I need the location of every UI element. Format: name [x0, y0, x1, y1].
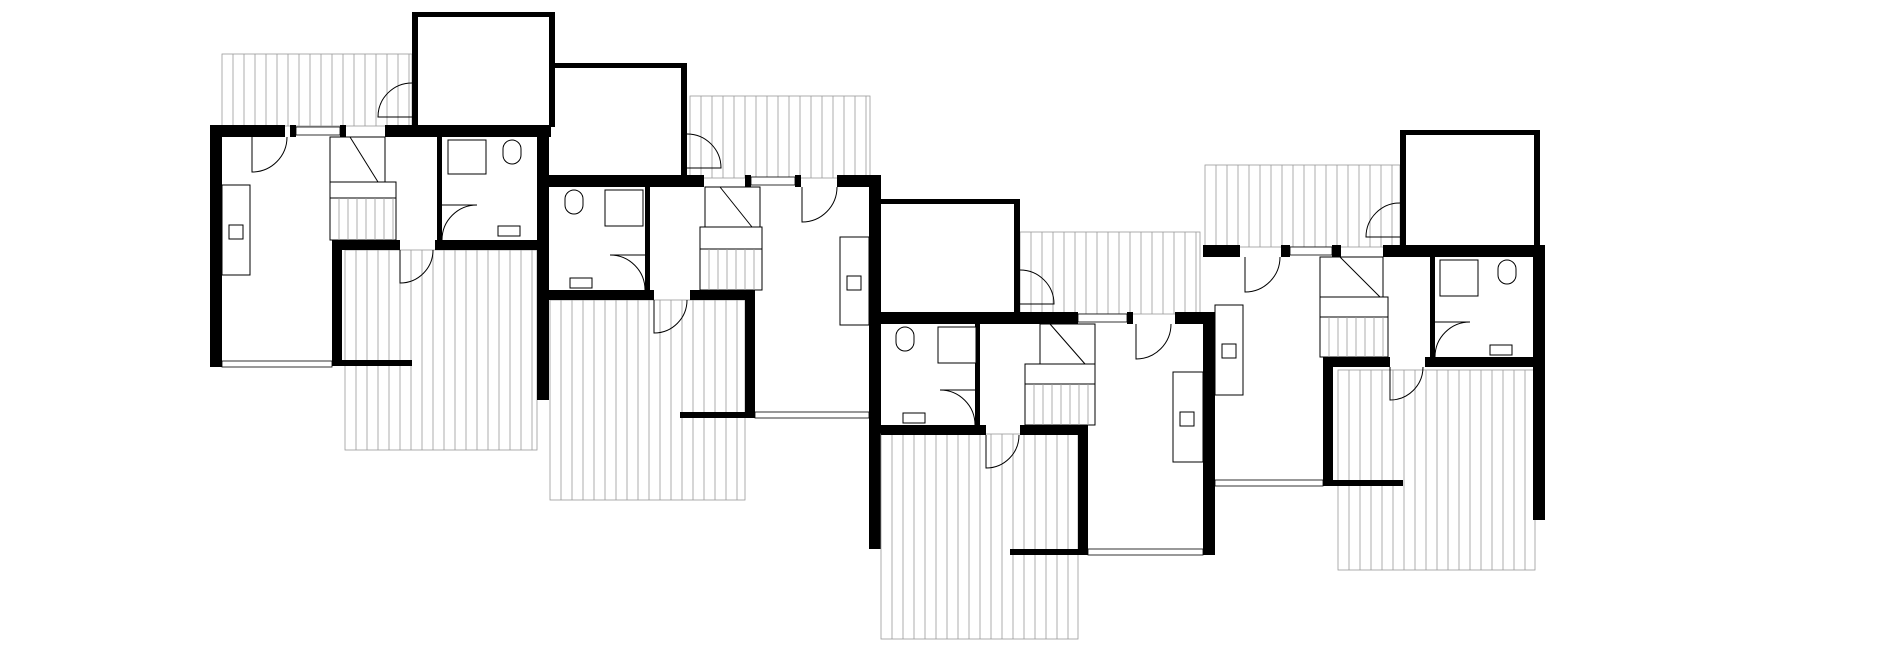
unit-3-stairs — [1024, 323, 1096, 426]
unit-2-bath-door — [609, 254, 646, 291]
unit-1-shower — [447, 139, 487, 175]
unit-3-rear-deck — [880, 433, 1079, 640]
unit-2-front-window — [750, 176, 796, 186]
unit-4-sink — [1221, 343, 1237, 359]
unit-1-rear-door — [399, 249, 434, 284]
unit-1-window — [221, 360, 333, 368]
unit-1-walls — [210, 125, 551, 400]
unit-3-entry-door — [1135, 323, 1172, 360]
unit-1 — [210, 12, 555, 451]
unit-3-toilet — [895, 326, 915, 352]
unit-4-shower — [1439, 259, 1479, 297]
unit-2-basin — [569, 277, 593, 289]
unit-1-toilet — [502, 139, 522, 165]
unit-3-window — [1087, 548, 1204, 556]
unit-2-toilet — [564, 189, 584, 215]
unit-4-storage — [1400, 130, 1540, 247]
unit-4-rear-deck — [1337, 369, 1536, 571]
unit-1-basin — [497, 225, 521, 237]
unit-2-entry-door — [801, 186, 838, 223]
unit-2-window — [754, 411, 870, 419]
unit-3-walls — [881, 312, 1215, 555]
unit-1-sink — [228, 224, 244, 240]
unit-4 — [1203, 130, 1545, 571]
unit-4-toilet — [1497, 259, 1517, 285]
unit-4-front-window — [1289, 246, 1333, 256]
unit-4-entry-door — [1244, 256, 1281, 293]
unit-4-window — [1214, 479, 1324, 487]
unit-4-walls — [1203, 245, 1545, 520]
unit-2-rear-door — [653, 299, 688, 334]
unit-2-front-deck — [689, 95, 871, 179]
unit-4-rear-door — [1389, 366, 1424, 401]
unit-2-shower — [604, 189, 644, 227]
unit-2-stairs — [699, 186, 763, 291]
unit-2-walls — [549, 175, 881, 549]
unit-2-storage-door — [686, 133, 722, 169]
unit-3-front-deck — [1019, 231, 1201, 315]
unit-4-stairs — [1319, 256, 1389, 358]
unit-2-storage — [553, 63, 687, 178]
unit-2-kitchen-counter — [839, 236, 870, 326]
unit-4-basin — [1489, 344, 1513, 356]
unit-1-front-deck — [221, 53, 413, 127]
unit-3-bath-door — [939, 389, 976, 426]
unit-3-storage-door — [1019, 269, 1055, 305]
unit-3-shower — [937, 326, 977, 364]
unit-4-front-deck — [1204, 164, 1401, 248]
unit-1-stairs — [329, 136, 397, 241]
unit-1-bath-door — [441, 204, 478, 241]
unit-3-sink — [1179, 411, 1195, 427]
unit-3 — [880, 199, 1215, 640]
unit-3-storage — [881, 199, 1020, 314]
unit-3-rear-door — [985, 434, 1020, 469]
unit-4-storage-door — [1365, 202, 1401, 238]
unit-3-front-window — [1077, 313, 1128, 323]
unit-1-storage — [412, 12, 555, 127]
unit-1-front-window — [295, 126, 341, 136]
unit-2 — [549, 63, 881, 549]
unit-3-basin — [902, 412, 926, 424]
unit-2-rear-deck — [549, 299, 746, 501]
unit-1-rear-deck — [344, 249, 538, 451]
unit-1-entry-door — [251, 136, 288, 173]
unit-2-sink — [846, 275, 862, 291]
unit-1-storage-door — [377, 82, 413, 118]
unit-4-bath-door — [1434, 321, 1471, 358]
